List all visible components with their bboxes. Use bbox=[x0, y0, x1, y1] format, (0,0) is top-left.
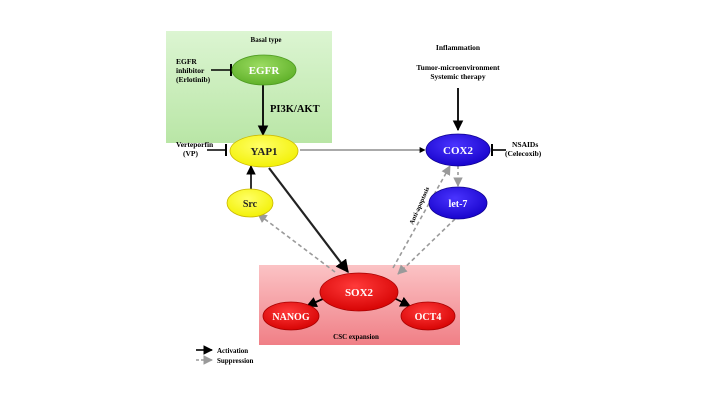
legend: Activation Suppression bbox=[196, 345, 254, 365]
node-yap1-label: YAP1 bbox=[250, 146, 277, 158]
node-src-label: Src bbox=[243, 199, 258, 210]
edge-let7-sox2 bbox=[397, 218, 456, 275]
edge-sox2-oct4 bbox=[393, 296, 411, 307]
node-egfr: EGFR bbox=[231, 54, 297, 86]
node-oct4: OCT4 bbox=[400, 301, 456, 331]
edge-sox2-nanog bbox=[306, 297, 326, 307]
legend-suppression-label: Suppression bbox=[217, 357, 254, 365]
nsaids-line-2: (Celecoxib) bbox=[505, 149, 542, 158]
node-src: Src bbox=[226, 188, 274, 218]
node-oct4-label: OCT4 bbox=[415, 312, 442, 323]
egfr-inhibitor-line-3: (Erlotinib) bbox=[176, 75, 211, 84]
tumor-micro-line-2: Systemic therapy bbox=[430, 72, 485, 81]
egfr-inhibitor-line-1: EGFR bbox=[176, 57, 197, 66]
node-nanog-label: NANOG bbox=[272, 312, 309, 323]
basal-type-region bbox=[166, 31, 332, 143]
csc-expansion-label: CSC expansion bbox=[333, 333, 379, 341]
edge-sox2-cox2 bbox=[392, 165, 451, 269]
node-cox2-label: COX2 bbox=[443, 145, 473, 157]
node-sox2: SOX2 bbox=[319, 272, 399, 312]
node-yap1: YAP1 bbox=[229, 134, 299, 168]
verteporfin-line-1: Verteporfin bbox=[176, 140, 214, 149]
pi3k-akt-label: PI3K/AKT bbox=[270, 104, 320, 115]
node-cox2: COX2 bbox=[425, 133, 491, 167]
egfr-inhibitor-line-2: inhibitor bbox=[176, 66, 205, 75]
basal-type-label: Basal type bbox=[251, 36, 282, 44]
verteporfin-line-2: (VP) bbox=[183, 149, 198, 158]
nsaids-line-1: NSAIDs bbox=[512, 140, 538, 149]
inflammation-label: Inflammation bbox=[436, 43, 481, 52]
node-nanog: NANOG bbox=[262, 301, 320, 331]
legend-activation-label: Activation bbox=[217, 347, 248, 355]
node-let7-label: let-7 bbox=[449, 199, 468, 210]
node-egfr-label: EGFR bbox=[249, 65, 281, 77]
edge-yap1-sox2 bbox=[268, 167, 349, 274]
node-sox2-label: SOX2 bbox=[345, 287, 374, 299]
node-let7: let-7 bbox=[428, 186, 488, 220]
tumor-micro-line-1: Tumor-microenvironment bbox=[416, 63, 500, 72]
edge-sox2-src bbox=[257, 213, 336, 273]
